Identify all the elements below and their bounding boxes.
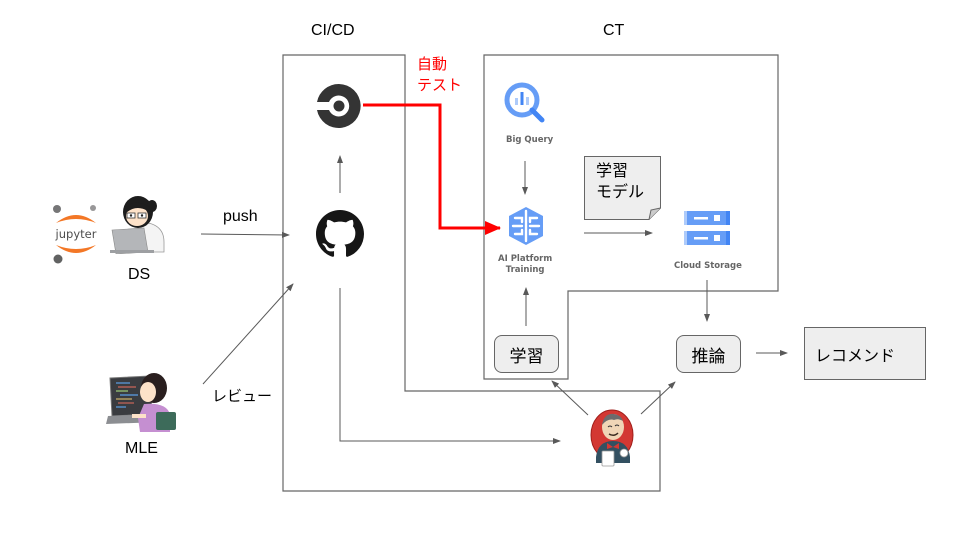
push-arrow [200, 231, 290, 238]
model-note-shape [584, 156, 661, 220]
jupyter-logo-icon: jupyter [53, 205, 97, 264]
ds-actor-label: DS [128, 266, 151, 283]
model-note: 学習 モデル [584, 156, 662, 220]
circleci-icon[interactable] [315, 82, 363, 130]
recommend-box[interactable]: レコメンド [804, 327, 926, 380]
ct-container [483, 54, 779, 380]
jenkins-to-inference-arrow [640, 381, 676, 415]
train-button[interactable]: 学習 [494, 335, 559, 373]
ml-engineer-avatar-icon [106, 373, 176, 432]
auto-test-label-line2: テスト [417, 76, 463, 94]
github-to-jenkins-arrow [339, 288, 561, 444]
ct-section-title: CT [603, 22, 625, 39]
auto-test-label: 自動 テスト [417, 54, 462, 96]
model-note-line1: 学習 [596, 161, 629, 180]
auto-test-arrow [363, 103, 501, 235]
jenkins-icon[interactable] [588, 405, 638, 467]
ai-platform-label-line1: AI Platform [498, 254, 553, 264]
push-label: push [223, 208, 258, 225]
cicd-container [282, 54, 661, 492]
ai-platform-label-line2: Training [505, 265, 545, 275]
mle-actor-label: MLE [125, 440, 158, 457]
cloud-storage-label: Cloud Storage [674, 261, 742, 271]
cloud-storage-icon[interactable] [684, 210, 730, 248]
inference-button[interactable]: 推論 [676, 335, 741, 373]
review-arrow [202, 283, 294, 385]
bigquery-icon[interactable] [502, 80, 548, 126]
jenkins-to-train-arrow [551, 380, 589, 416]
bigquery-label: Big Query [506, 135, 554, 145]
jupyter-logo-text: jupyter [55, 227, 97, 241]
auto-test-label-line1: 自動 [417, 55, 448, 73]
model-note-line2: モデル [596, 182, 645, 201]
github-icon[interactable] [316, 210, 364, 258]
ai-platform-label: AI Platform Training [498, 254, 552, 276]
ai-platform-brain-icon[interactable] [505, 205, 547, 247]
data-scientist-avatar-icon [110, 196, 165, 254]
cicd-section-title: CI/CD [311, 22, 355, 39]
review-label: レビュー [212, 387, 273, 405]
